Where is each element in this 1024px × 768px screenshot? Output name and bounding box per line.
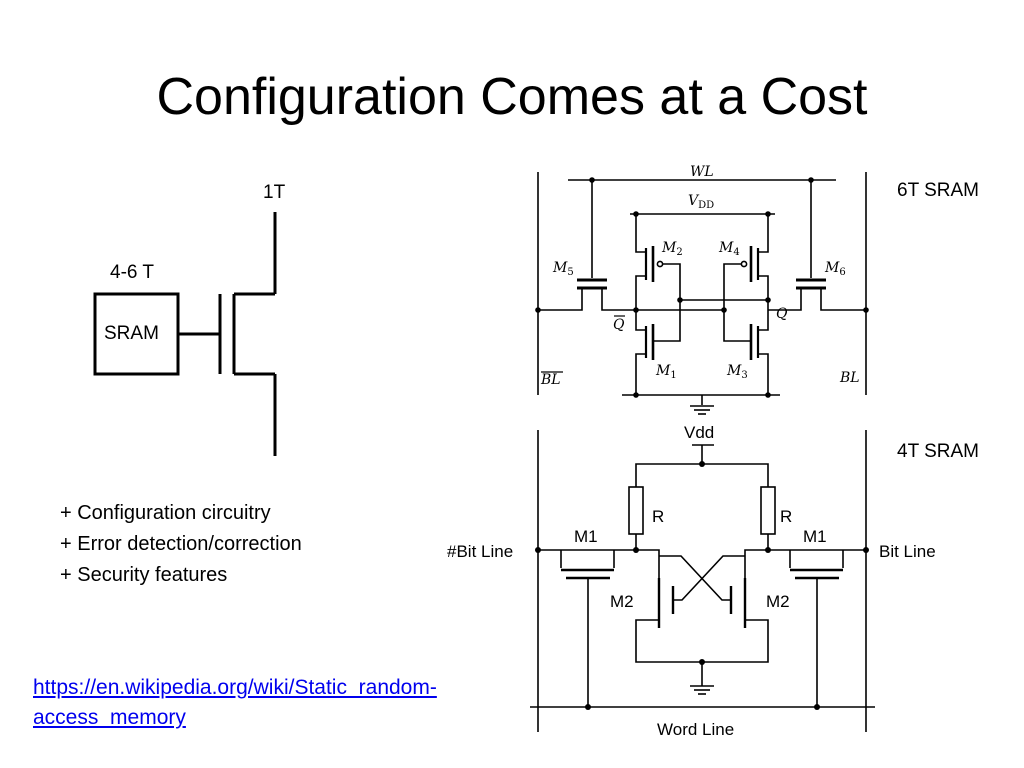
wikipedia-link[interactable]: https://en.wikipedia.org/wiki/Static_ran… <box>33 673 513 733</box>
vdd-4t-label: Vdd <box>684 423 714 442</box>
bitline-right-label: Bit Line <box>879 542 936 561</box>
m4-label: M4 <box>718 240 740 258</box>
vdd-label: VDD <box>688 193 714 211</box>
m2-left-label: M2 <box>610 592 634 611</box>
wordline-label: Word Line <box>657 720 734 739</box>
bullet-list: + Configuration circuitry + Error detect… <box>60 498 302 591</box>
bl-label: BL <box>839 370 860 386</box>
label-4-6t: 4-6 T <box>110 262 155 283</box>
label-1t: 1T <box>263 182 286 203</box>
slide-title: Configuration Comes at a Cost <box>156 68 868 126</box>
m2-label: M2 <box>661 240 683 258</box>
sram-box-label: SRAM <box>104 323 159 344</box>
link-line-1: https://en.wikipedia.org/wiki/Static_ran… <box>33 676 437 699</box>
r-right-label: R <box>780 507 792 526</box>
link-line-2: access_memory <box>33 706 186 729</box>
bullet-item: + Security features <box>60 564 228 586</box>
m1-right-label: M1 <box>803 527 827 546</box>
qbar-label: Q <box>613 317 625 333</box>
q-label: Q <box>776 306 788 322</box>
bullet-item: + Configuration circuitry <box>60 502 271 524</box>
label-6t-sram: 6T SRAM <box>897 180 980 201</box>
bullet-item: + Error detection/correction <box>60 533 302 555</box>
r-left-label: R <box>652 507 664 526</box>
m2-right-label: M2 <box>766 592 790 611</box>
blbar-label: BL <box>540 372 561 388</box>
m6-label: M6 <box>824 260 846 278</box>
bitline-left-label: #Bit Line <box>447 542 513 561</box>
m5-label: M5 <box>552 260 574 278</box>
m3-label: M3 <box>726 363 748 381</box>
m1-label: M1 <box>655 363 677 381</box>
label-4t-sram: 4T SRAM <box>897 441 980 462</box>
wl-label: WL <box>690 164 714 180</box>
m1-left-label: M1 <box>574 527 598 546</box>
